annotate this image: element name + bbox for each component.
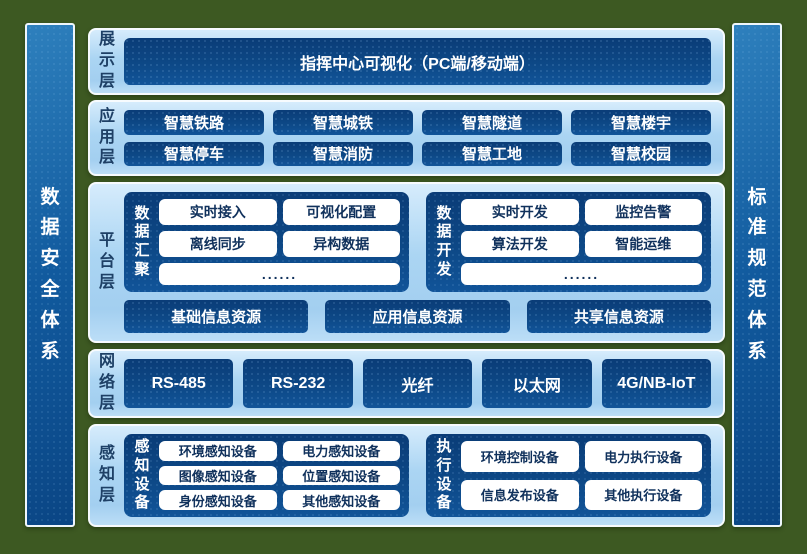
application-layer-label: 应用层 xyxy=(98,107,115,167)
execution-item: 电力执行设备 xyxy=(584,441,702,472)
aggregation-more: ...... xyxy=(159,263,400,285)
network-item: 4G/NB-IoT xyxy=(601,359,712,408)
app-item: 智慧停车 xyxy=(124,141,264,166)
execution-devices-group: 执行设备 环境控制设备 电力执行设备 信息发布设备 其他执行设备 xyxy=(426,434,711,517)
resource-row: 基础信息资源 应用信息资源 共享信息资源 xyxy=(124,300,711,333)
network-item: RS-485 xyxy=(124,359,234,408)
development-more: ...... xyxy=(461,263,702,285)
sensing-item: 其他感知设备 xyxy=(282,490,400,510)
data-development-group: 数据开发 实时开发 监控告警 算法开发 智能运维 ...... xyxy=(426,192,711,292)
resource-item: 应用信息资源 xyxy=(325,300,510,333)
app-item: 智慧城铁 xyxy=(273,110,413,135)
platform-layer-label: 平台层 xyxy=(98,232,115,291)
perception-layer-label: 感知层 xyxy=(98,445,115,504)
aggregation-item: 异构数据 xyxy=(282,231,400,257)
sensing-item: 环境感知设备 xyxy=(159,441,277,461)
resource-item: 共享信息资源 xyxy=(526,300,711,333)
data-security-sidebar: 数据安全体系 xyxy=(25,23,75,527)
development-item: 智能运维 xyxy=(584,231,702,257)
sensing-item: 身份感知设备 xyxy=(159,490,277,510)
aggregation-item: 离线同步 xyxy=(159,231,277,257)
sensing-item: 电力感知设备 xyxy=(282,441,400,461)
execution-devices-label: 执行设备 xyxy=(436,438,452,512)
sensing-devices-label: 感知设备 xyxy=(134,438,150,512)
development-item: 算法开发 xyxy=(461,231,579,257)
execution-item: 环境控制设备 xyxy=(461,441,579,472)
network-item: 以太网 xyxy=(482,359,592,408)
development-item: 实时开发 xyxy=(461,199,579,225)
network-layer-label: 网络层 xyxy=(98,353,115,412)
standards-sidebar-label: 标准规范体系 xyxy=(747,186,767,362)
resource-item: 基础信息资源 xyxy=(124,300,309,333)
sensing-item: 位置感知设备 xyxy=(282,465,400,486)
execution-item: 其他执行设备 xyxy=(584,479,702,510)
data-security-sidebar-label: 数据安全体系 xyxy=(40,186,60,362)
app-item: 智慧工地 xyxy=(422,141,562,166)
development-item: 监控告警 xyxy=(584,199,702,225)
sensing-devices-group: 感知设备 环境感知设备 电力感知设备 图像感知设备 位置感知设备 身份感知设备 … xyxy=(124,434,409,517)
application-layer-panel: 应用层 智慧铁路 智慧城铁 智慧隧道 智慧楼宇 智慧停车 智慧消防 智慧工地 智… xyxy=(88,100,725,176)
network-layer-panel: 网络层 RS-485 RS-232 光纤 以太网 4G/NB-IoT xyxy=(88,349,725,418)
perception-layer-panel: 感知层 感知设备 环境感知设备 电力感知设备 图像感知设备 位置感知设备 身份感… xyxy=(88,424,725,527)
aggregation-item: 实时接入 xyxy=(159,199,277,225)
network-item: RS-232 xyxy=(243,359,353,408)
app-item: 智慧消防 xyxy=(273,141,413,166)
execution-item: 信息发布设备 xyxy=(461,479,579,510)
app-item: 智慧铁路 xyxy=(124,110,264,135)
sensing-item: 图像感知设备 xyxy=(159,465,277,486)
data-aggregation-group: 数据汇聚 实时接入 可视化配置 离线同步 异构数据 ...... xyxy=(124,192,409,292)
command-center-visualization-box: 指挥中心可视化（PC端/移动端） xyxy=(124,38,711,85)
display-layer-label: 展示层 xyxy=(98,31,115,90)
display-layer-panel: 展示层 指挥中心可视化（PC端/移动端） xyxy=(88,28,725,95)
network-item: 光纤 xyxy=(362,359,473,408)
data-aggregation-label: 数据汇聚 xyxy=(134,204,150,278)
data-development-label: 数据开发 xyxy=(436,204,452,278)
app-item: 智慧隧道 xyxy=(422,110,562,135)
aggregation-item: 可视化配置 xyxy=(282,199,400,225)
app-item: 智慧楼宇 xyxy=(571,110,711,135)
network-row: RS-485 RS-232 光纤 以太网 4G/NB-IoT xyxy=(124,359,712,408)
standards-sidebar: 标准规范体系 xyxy=(732,23,782,527)
platform-layer-panel: 平台层 数据汇聚 实时接入 可视化配置 离线同步 异构数据 ...... xyxy=(88,182,725,343)
application-grid: 智慧铁路 智慧城铁 智慧隧道 智慧楼宇 智慧停车 智慧消防 智慧工地 智慧校园 xyxy=(124,110,711,166)
app-item: 智慧校园 xyxy=(571,141,711,166)
